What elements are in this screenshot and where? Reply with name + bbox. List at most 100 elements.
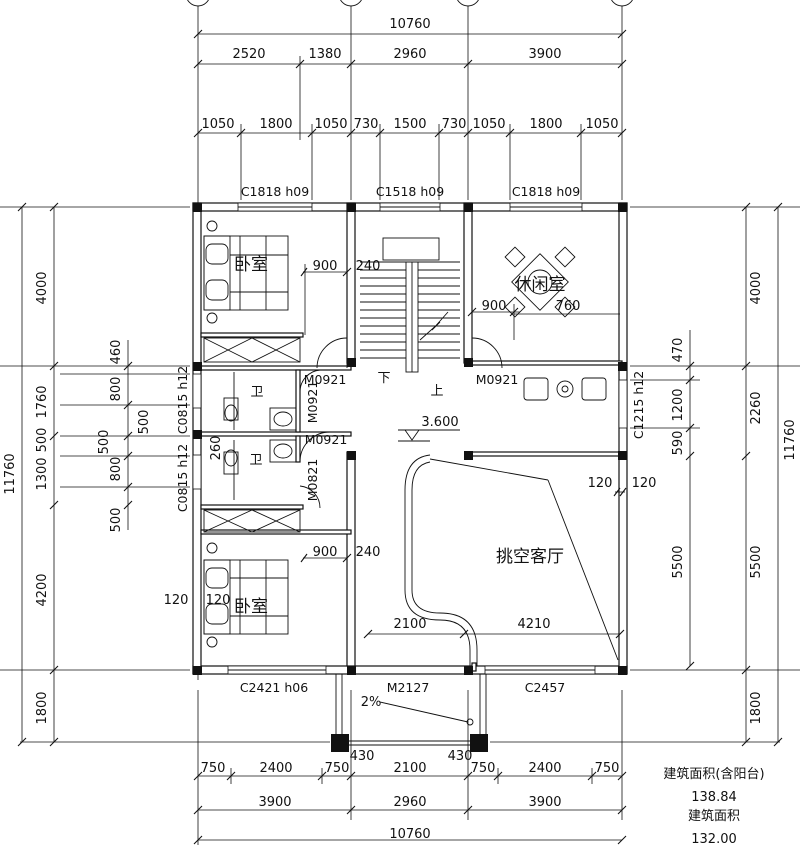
leisure-furniture xyxy=(504,246,607,401)
bottom-dimensions: 750 2400 750 2100 750 2400 750 3900 2960… xyxy=(193,761,627,845)
dim-430-a: 430 xyxy=(350,749,375,764)
void-outline xyxy=(404,454,619,666)
stair-down-label: 下 xyxy=(377,371,390,386)
dim-top-1050d: 1050 xyxy=(585,117,618,132)
window-label-c1818-left: C1818 h09 xyxy=(241,184,309,199)
opening-labels: C1818 h09 C1518 h09 C1818 h09 C2421 h06 … xyxy=(175,184,646,695)
dim-900-b: 900 xyxy=(313,545,338,560)
dim-left-1760: 1760 xyxy=(35,385,50,418)
dim-top-3900: 3900 xyxy=(528,47,561,62)
dim-bottom-2960: 2960 xyxy=(393,795,426,810)
elevation-text: 3.600 xyxy=(421,415,458,430)
room-leisure: 休闲室 xyxy=(515,275,566,295)
wardrobes xyxy=(203,337,301,533)
window-label-c2421: C2421 h06 xyxy=(240,680,308,695)
porch xyxy=(335,674,487,746)
window-label-c0815-a: C0815 h12 xyxy=(175,366,190,434)
toilet-label-b: 卫 xyxy=(249,453,262,468)
room-void-living: 挑空客厅 xyxy=(496,547,564,567)
dim-left-total: 11760 xyxy=(3,453,18,494)
dim-bottom-total: 10760 xyxy=(389,827,430,842)
dim-bottom-3900b: 3900 xyxy=(528,795,561,810)
dim-120-right-b: 120 xyxy=(632,476,657,491)
dim-left-500b: 500 xyxy=(97,430,112,455)
bed-bottom xyxy=(203,542,289,648)
dim-right-5500a: 5500 xyxy=(671,545,686,578)
columns xyxy=(193,203,627,752)
area-value: 132.00 xyxy=(691,832,737,845)
interior-dimensions: 900 240 900 240 900 760 120 120 120 120 … xyxy=(164,259,657,639)
dim-bottom-750a: 750 xyxy=(201,761,226,776)
top-dimensions: 10760 2520 1380 2960 3900 xyxy=(193,17,627,200)
window-label-c1215: C1215 h12 xyxy=(631,371,646,439)
window-label-c2457: C2457 xyxy=(525,680,566,695)
dim-left-1300: 1300 xyxy=(35,457,50,490)
dim-260: 260 xyxy=(209,436,224,461)
dim-bottom-750b: 750 xyxy=(325,761,350,776)
dim-bottom-750d: 750 xyxy=(595,761,620,776)
room-bedroom-top: 卧室 xyxy=(234,255,268,275)
dim-right-2260: 2260 xyxy=(749,391,764,424)
dim-top-1050a: 1050 xyxy=(201,117,234,132)
dim-top-1800a: 1800 xyxy=(259,117,292,132)
toilet-label-a: 卫 xyxy=(250,385,263,400)
dim-left-800a: 800 xyxy=(109,377,124,402)
dim-left-800b: 800 xyxy=(109,457,124,482)
dim-top-1050c: 1050 xyxy=(472,117,505,132)
dim-top-total: 10760 xyxy=(389,17,430,32)
left-dimensions: 11760 4000 1760 1300 4200 1800 xyxy=(3,202,190,747)
door-label-m2127: M2127 xyxy=(387,680,430,695)
dim-left-500a: 500 xyxy=(137,410,152,435)
dim-240-b: 240 xyxy=(356,545,381,560)
room-bedroom-bottom: 卧室 xyxy=(234,597,268,617)
stair-up-label: 上 xyxy=(430,384,443,399)
dim-2100-interior: 2100 xyxy=(393,617,426,632)
door-label-m0921-c: M0921 xyxy=(305,432,348,447)
door-label-m0921-a: M0921 xyxy=(304,372,347,387)
window-label-c1818-right: C1818 h09 xyxy=(512,184,580,199)
area-info: 建筑面积(含阳台) 138.84 建筑面积 132.00 xyxy=(663,766,764,845)
dim-top-730a: 730 xyxy=(354,117,379,132)
dim-top-1800b: 1800 xyxy=(529,117,562,132)
dim-left-500c: 500 xyxy=(109,508,124,533)
axis-bubbles xyxy=(187,0,633,7)
dim-top-1050b: 1050 xyxy=(314,117,347,132)
dim-900-c: 900 xyxy=(482,299,507,314)
dim-right-1200: 1200 xyxy=(671,388,686,421)
dim-4210: 4210 xyxy=(517,617,550,632)
window-label-c0815-b: C0815 h12 xyxy=(175,444,190,512)
dim-120-right-a: 120 xyxy=(588,476,613,491)
dim-240-a: 240 xyxy=(356,259,381,274)
dim-120-left-b: 120 xyxy=(206,593,231,608)
dim-bottom-2400a: 2400 xyxy=(259,761,292,776)
dim-right-5500b: 5500 xyxy=(749,545,764,578)
dim-right-1800: 1800 xyxy=(749,691,764,724)
bed-top xyxy=(203,220,289,324)
dim-top-2960: 2960 xyxy=(393,47,426,62)
windows xyxy=(192,202,628,675)
slope-label: 2% xyxy=(361,695,382,710)
dim-bottom-3900a: 3900 xyxy=(258,795,291,810)
door-label-m0821: M0821 xyxy=(305,459,320,502)
area-value-with-balcony: 138.84 xyxy=(691,790,737,805)
dim-430-b: 430 xyxy=(448,749,473,764)
dim-right-470: 470 xyxy=(671,338,686,363)
door-swings xyxy=(299,337,503,509)
dim-top-1380: 1380 xyxy=(308,47,341,62)
bath-fixtures xyxy=(223,372,297,500)
dim-top-2520: 2520 xyxy=(232,47,265,62)
dim-right-total: 11760 xyxy=(783,419,798,460)
right-dimensions: 11760 4000 2260 5500 1800 470 1200 590 5… xyxy=(630,202,798,747)
dim-right-590: 590 xyxy=(671,431,686,456)
dim-left-4000: 4000 xyxy=(35,271,50,304)
area-label: 建筑面积 xyxy=(688,808,740,824)
dim-bottom-2400b: 2400 xyxy=(528,761,561,776)
elevation-marker xyxy=(398,429,460,442)
dim-bottom-750c: 750 xyxy=(471,761,496,776)
window-label-c1518: C1518 h09 xyxy=(376,184,444,199)
door-label-m0921-b: M0921 xyxy=(476,372,519,387)
dim-right-4000: 4000 xyxy=(749,271,764,304)
dim-top-730b: 730 xyxy=(442,117,467,132)
dim-left-500d: 500 xyxy=(35,428,50,453)
